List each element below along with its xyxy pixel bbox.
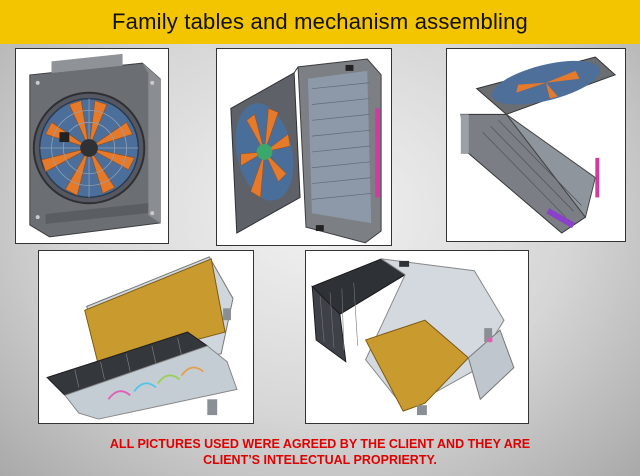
mechanism-assembly-illustration-2 bbox=[311, 258, 515, 416]
page-title: Family tables and mechanism assembling bbox=[112, 9, 528, 34]
mechanism-assembly-image-1 bbox=[38, 250, 254, 424]
disclaimer-line-2: CLIENT’S INTELECTUAL PROPRIERTY. bbox=[203, 453, 437, 467]
title-bar: Family tables and mechanism assembling bbox=[0, 0, 640, 44]
mechanism-assembly-illustration-1 bbox=[46, 256, 238, 420]
radiator-fan-opened-illustration bbox=[230, 58, 382, 244]
radiator-fan-front-illustration bbox=[29, 53, 161, 238]
radiator-fan-front-image bbox=[15, 48, 169, 244]
radiator-fan-opened-image bbox=[216, 48, 392, 246]
disclaimer-line-1: ALL PICTURES USED WERE AGREED BY THE CLI… bbox=[109, 437, 531, 451]
disclaimer-text: ALL PICTURES USED WERE AGREED BY THE CLI… bbox=[0, 436, 640, 468]
radiator-fan-folded-image bbox=[446, 48, 626, 242]
mechanism-assembly-image-2 bbox=[305, 250, 529, 424]
radiator-fan-folded-illustration bbox=[460, 56, 617, 234]
